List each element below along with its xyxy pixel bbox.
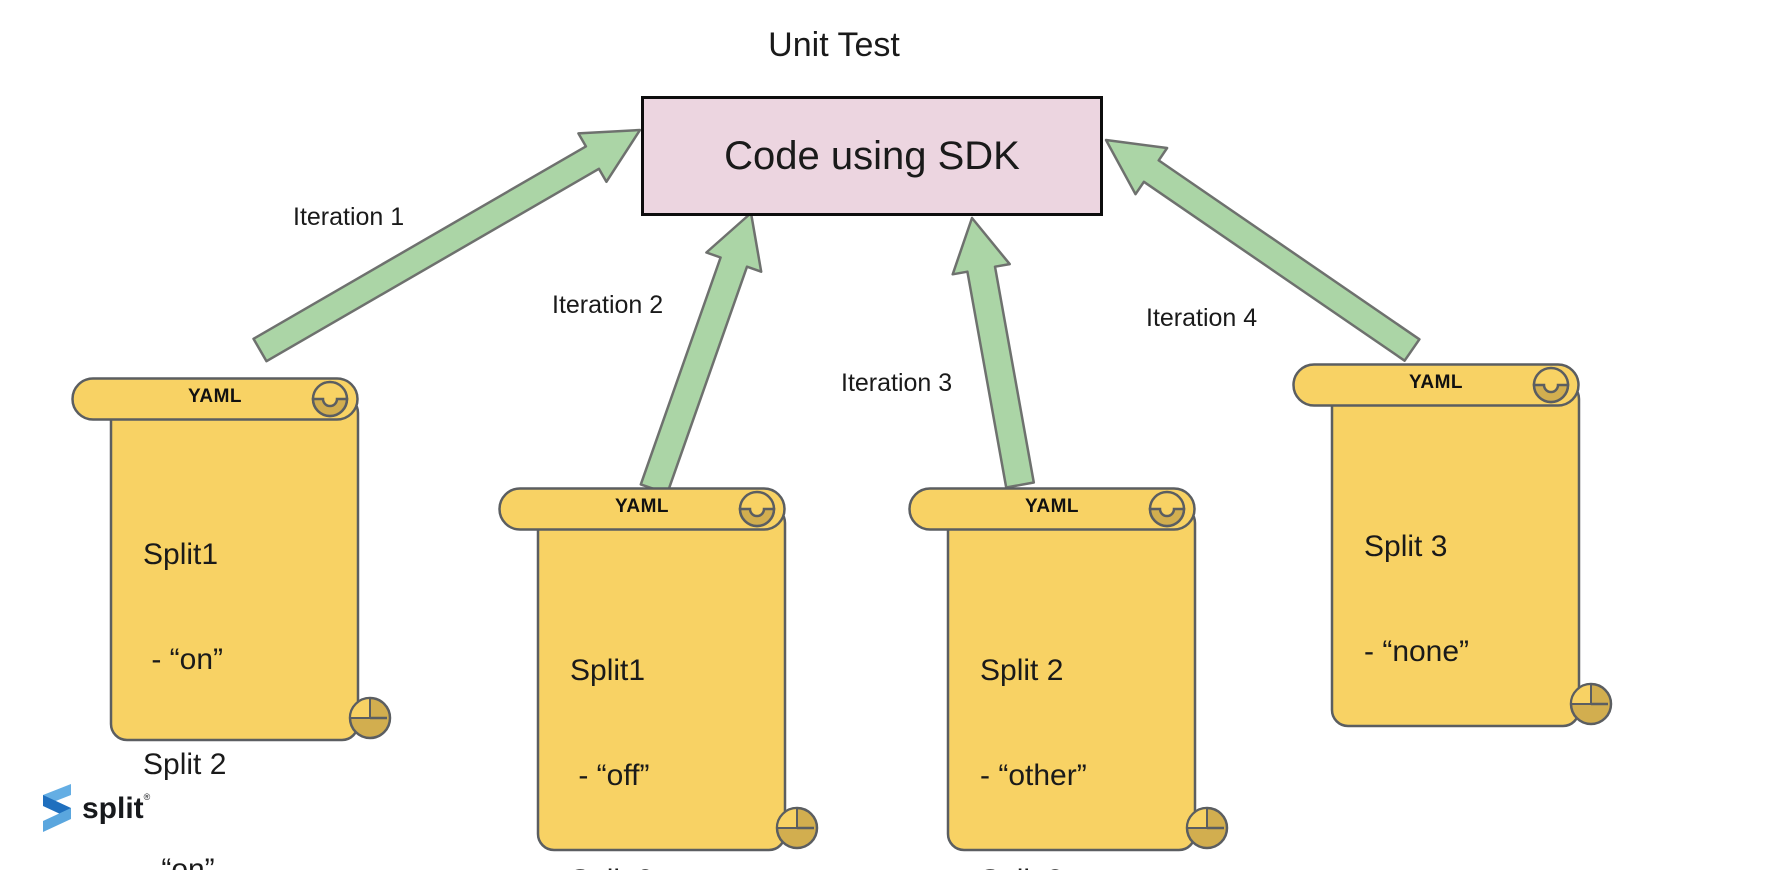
scroll-lines: Split 2 - “other” Split 3 - “low”	[980, 583, 1087, 870]
split-logo-wordmark: split	[82, 791, 144, 825]
yaml-scroll-2: YAML Split1 - “off” Split 2 - “off” Spli…	[498, 487, 828, 870]
scroll-line: - “none”	[1364, 635, 1470, 668]
sdk-box: Code using SDK	[641, 96, 1103, 216]
iteration-label-2: Iteration 2	[552, 291, 664, 319]
scroll-bottom-curl-notch	[1569, 682, 1592, 705]
arrow-iteration-2	[639, 211, 763, 495]
yaml-scroll-3: YAML Split 2 - “other” Split 3 - “low”	[908, 487, 1238, 870]
scroll-bottom-curl-notch	[775, 806, 798, 829]
yaml-scroll-4: YAML Split 3 - “none”	[1292, 363, 1622, 728]
scroll-top-roll	[1292, 363, 1580, 407]
yaml-header-label: YAML	[614, 496, 670, 517]
scroll-top-curl-shade	[1532, 383, 1570, 404]
scroll-shape	[71, 377, 392, 742]
diagram-title: Unit Test	[768, 26, 900, 64]
scroll-shape	[908, 487, 1229, 852]
arrow-iteration-1	[252, 128, 642, 363]
scroll-lines: Split 3 - “none”	[1364, 459, 1469, 739]
split-logo-text: split®	[82, 791, 151, 825]
scroll-top-roll	[498, 487, 786, 531]
yaml-header-label: YAML	[1024, 496, 1080, 517]
arrow-iteration-4	[1104, 138, 1421, 362]
scroll-line: - “other”	[980, 759, 1087, 792]
scroll-lines: Split1 - “on” Split 2 - “on” Split 3 - “…	[143, 467, 238, 870]
split-logo-ribbon-bottom	[43, 808, 71, 832]
scroll-top-roll	[71, 377, 359, 421]
scroll-line: - “on”	[143, 643, 224, 676]
scroll-line: - “on”	[143, 853, 215, 870]
registered-mark: ®	[143, 791, 151, 802]
scroll-line: Split 2	[570, 863, 715, 870]
scroll-line: Split 3	[1364, 530, 1448, 563]
scroll-bottom-curl-notch	[1185, 806, 1208, 829]
arrow-iteration-3	[951, 216, 1036, 489]
yaml-scroll-1: YAML Split1 - “on” Split 2 - “on” Split …	[71, 377, 401, 870]
split-logo: split®	[33, 782, 150, 834]
yaml-header-label: YAML	[187, 386, 243, 407]
scroll-line: Split 3	[980, 863, 1087, 870]
scroll-shape	[498, 487, 819, 852]
sdk-box-label: Code using SDK	[724, 133, 1020, 178]
scroll-bottom-curl-notch	[348, 696, 371, 719]
scroll-top-curl-shade	[1148, 507, 1186, 528]
scroll-top-curl-shade	[311, 397, 349, 418]
scroll-top-roll	[908, 487, 1196, 531]
iteration-label-3: Iteration 3	[841, 369, 953, 397]
scroll-line: Split 2	[980, 654, 1064, 687]
scroll-shape	[1292, 363, 1613, 728]
scroll-line: Split1	[570, 654, 646, 687]
iteration-label-4: Iteration 4	[1146, 304, 1258, 332]
scroll-top-curl-shade	[738, 507, 776, 528]
split-logo-icon	[43, 784, 71, 832]
iteration-label-1: Iteration 1	[293, 203, 405, 231]
scroll-lines: Split1 - “off” Split 2 - “off” Split 3 -…	[570, 583, 715, 870]
scroll-line: Split 2	[143, 748, 227, 781]
scroll-line: - “off”	[570, 759, 650, 792]
yaml-header-label: YAML	[1408, 372, 1464, 393]
scroll-line: Split1	[143, 538, 219, 571]
